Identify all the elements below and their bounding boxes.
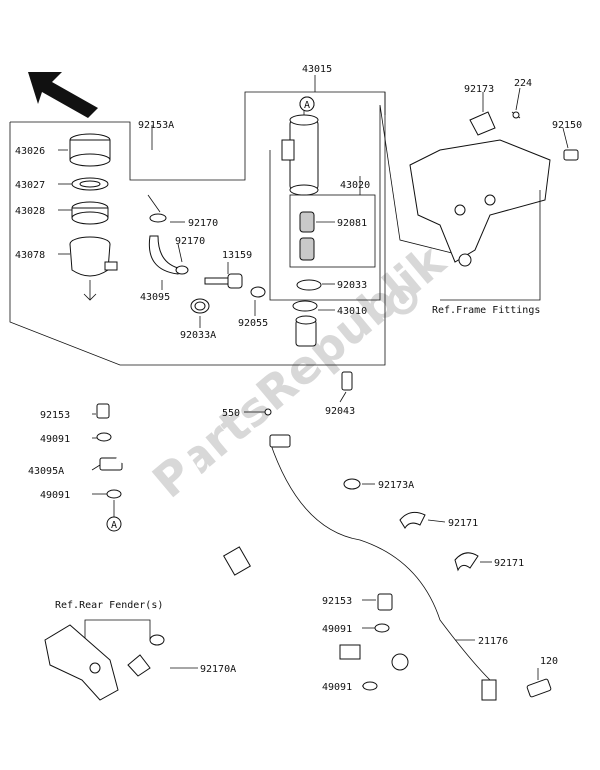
label-92173A: 92173A <box>378 480 414 491</box>
assembly-frame-right <box>269 104 461 301</box>
label-43010: 43010 <box>337 306 367 317</box>
bolt-224 <box>511 111 521 119</box>
label-43027: 43027 <box>15 180 45 191</box>
label-92043: 92043 <box>325 406 355 417</box>
pin-550 <box>248 408 272 416</box>
marker-a-label-upper: A <box>304 100 310 111</box>
label-550: 550 <box>222 408 240 419</box>
label-43015: 43015 <box>302 64 332 75</box>
leader-lines <box>58 75 569 687</box>
clamp-92171-a <box>399 511 426 529</box>
label-92150: 92150 <box>552 120 582 131</box>
bolt-120 <box>526 678 552 698</box>
bracket-92173 <box>469 111 496 136</box>
label-92173: 92173 <box>464 84 494 95</box>
reservoir-plate <box>71 177 109 191</box>
label-92033A: 92033A <box>180 330 216 341</box>
fitting-43095A <box>99 457 123 471</box>
label-49091-b: 49091 <box>40 490 70 501</box>
o-ring-92055 <box>250 286 266 298</box>
gear-icon <box>388 285 418 315</box>
front-arrow-icon <box>28 72 98 118</box>
brake-hose-43095 <box>115 428 396 665</box>
clamp-92173A <box>343 478 361 490</box>
clevis-pin-92043 <box>341 371 353 391</box>
washer-49091-c <box>374 623 390 633</box>
banjo-bolt-92153-b <box>377 593 393 611</box>
rear-fender-bracket-line <box>84 619 151 640</box>
label-13159: 13159 <box>222 250 252 261</box>
label-43026: 43026 <box>15 146 45 157</box>
label-92170A: 92170A <box>200 664 236 675</box>
label-43028: 43028 <box>15 206 45 217</box>
assembly-frame-lower <box>9 92 386 366</box>
footrest-bracket <box>409 139 551 267</box>
o-ring-92033A <box>190 298 210 314</box>
piston-kit-box <box>289 194 376 268</box>
master-cylinder-body <box>281 96 319 196</box>
reservoir-tank <box>69 236 118 301</box>
label-92153A: 92153A <box>138 120 174 131</box>
label-92171-b: 92171 <box>494 558 524 569</box>
reservoir-hose <box>147 194 189 275</box>
marker-circle-a-upper: A <box>299 96 315 112</box>
washer-49091-d <box>362 681 378 691</box>
label-43095A: 43095A <box>28 466 64 477</box>
label-224: 224 <box>514 78 532 89</box>
label-21176: 21176 <box>478 636 508 647</box>
frame-fittings-bracket-line <box>440 190 541 301</box>
reservoir-diaphragm <box>71 201 109 225</box>
label-92033: 92033 <box>337 280 367 291</box>
label-92170-a: 92170 <box>188 218 218 229</box>
piston <box>299 237 315 261</box>
bolt-92150 <box>563 149 579 161</box>
banjo-fitting <box>391 653 409 671</box>
label-120: 120 <box>540 656 558 667</box>
hose-fitting <box>204 273 243 289</box>
label-43020: 43020 <box>340 180 370 191</box>
label-92153: 92153 <box>40 410 70 421</box>
label-ref-frame-fittings: Ref.Frame Fittings <box>432 305 540 316</box>
label-49091-a: 49091 <box>40 434 70 445</box>
label-43095: 43095 <box>140 292 170 303</box>
circlip-92033 <box>296 279 322 291</box>
brake-line-21176 <box>269 434 497 701</box>
spring <box>299 211 315 233</box>
marker-a-label: A <box>111 520 117 531</box>
label-43078: 43078 <box>15 250 45 261</box>
rear-fender-bracket <box>44 624 119 701</box>
label-92081: 92081 <box>337 218 367 229</box>
label-49091-c: 49091 <box>322 624 352 635</box>
marker-circle-a-lower: A <box>106 500 122 532</box>
reservoir-cap <box>69 133 111 167</box>
label-92171-a: 92171 <box>448 518 478 529</box>
clamp-92171-b <box>454 552 479 572</box>
label-92153-b: 92153 <box>322 596 352 607</box>
banjo-bolt-92153 <box>96 403 110 419</box>
washer-49091-a <box>96 432 112 442</box>
label-92055: 92055 <box>238 318 268 329</box>
label-49091-d: 49091 <box>322 682 352 693</box>
clamp-92170A <box>127 634 165 677</box>
label-ref-rear-fender: Ref.Rear Fender(s) <box>55 600 163 611</box>
pushrod-43010 <box>292 300 318 347</box>
washer-49091-b <box>106 489 122 499</box>
label-92170-b: 92170 <box>175 236 205 247</box>
